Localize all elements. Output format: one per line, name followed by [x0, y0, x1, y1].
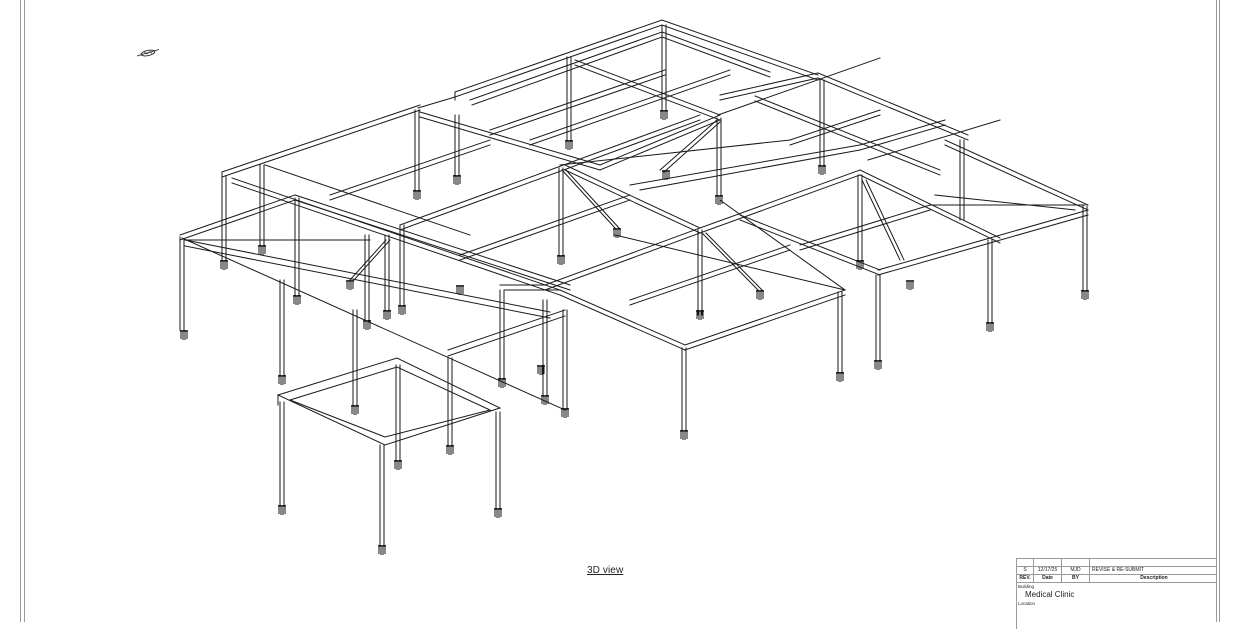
roof-beams-left — [179, 104, 571, 411]
column-footings — [179, 109, 1090, 556]
view-title: 3D view — [587, 565, 624, 576]
north-arrow-icon — [136, 49, 160, 57]
header-description: Description — [1090, 575, 1217, 582]
roof-beams-back — [454, 19, 1089, 361]
roof-beams-middle — [329, 96, 861, 431]
building-label: Building — [1018, 584, 1035, 589]
front-frame — [276, 357, 502, 546]
revision-header-row: REV. Date BY Description — [1017, 575, 1217, 583]
revision-description: REVISE & RE-SUBMIT — [1090, 567, 1217, 574]
building-name: Medical Clinic — [1025, 590, 1075, 599]
revision-row-blank — [1017, 559, 1217, 567]
header-rev: REV. — [1017, 575, 1034, 582]
title-block: S 12/17/25 MJD REVISE & RE-SUBMIT REV. D… — [1016, 558, 1217, 629]
sheet-border-right-inner — [1216, 0, 1217, 622]
revision-rev: S — [1017, 567, 1034, 574]
revision-by: MJD — [1062, 567, 1090, 574]
sheet-border-left-inner — [24, 0, 25, 622]
revision-date: 12/17/25 — [1034, 567, 1062, 574]
sheet-border-right-outer — [1219, 0, 1220, 622]
header-date: Date — [1034, 575, 1062, 582]
location-label: Location — [1018, 601, 1036, 606]
revision-row: S 12/17/25 MJD REVISE & RE-SUBMIT — [1017, 567, 1217, 575]
header-by: BY — [1062, 575, 1090, 582]
sheet-border-left-outer — [20, 0, 21, 622]
